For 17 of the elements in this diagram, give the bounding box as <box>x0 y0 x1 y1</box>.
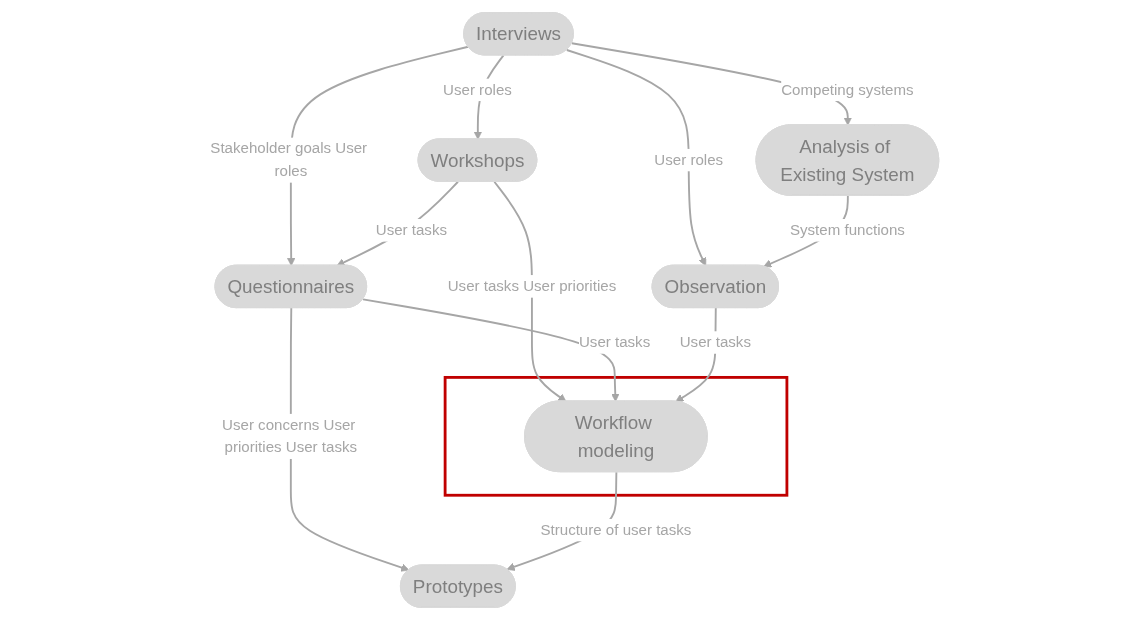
cluster <box>443 376 789 497</box>
edge-label: User tasks <box>679 334 751 351</box>
arrow <box>565 49 707 267</box>
edge-label: User tasks User priorities <box>447 277 617 294</box>
arrow <box>336 180 459 267</box>
arrow <box>286 45 470 267</box>
arrow <box>362 298 620 402</box>
arrow <box>493 180 567 402</box>
edge-label: User roles <box>442 81 512 98</box>
edge-label: System functions <box>789 221 905 238</box>
edge-label: User concerns User priorities User tasks <box>221 416 357 456</box>
edge-label: Competing systems <box>781 81 914 98</box>
edge-label: Stakeholder goals User roles <box>210 140 367 179</box>
edge-label: User tasks <box>578 334 651 351</box>
edge-label: User tasks <box>375 221 447 238</box>
edge-label: Structure of user tasks <box>540 521 692 538</box>
edge-label: User roles <box>654 151 723 168</box>
